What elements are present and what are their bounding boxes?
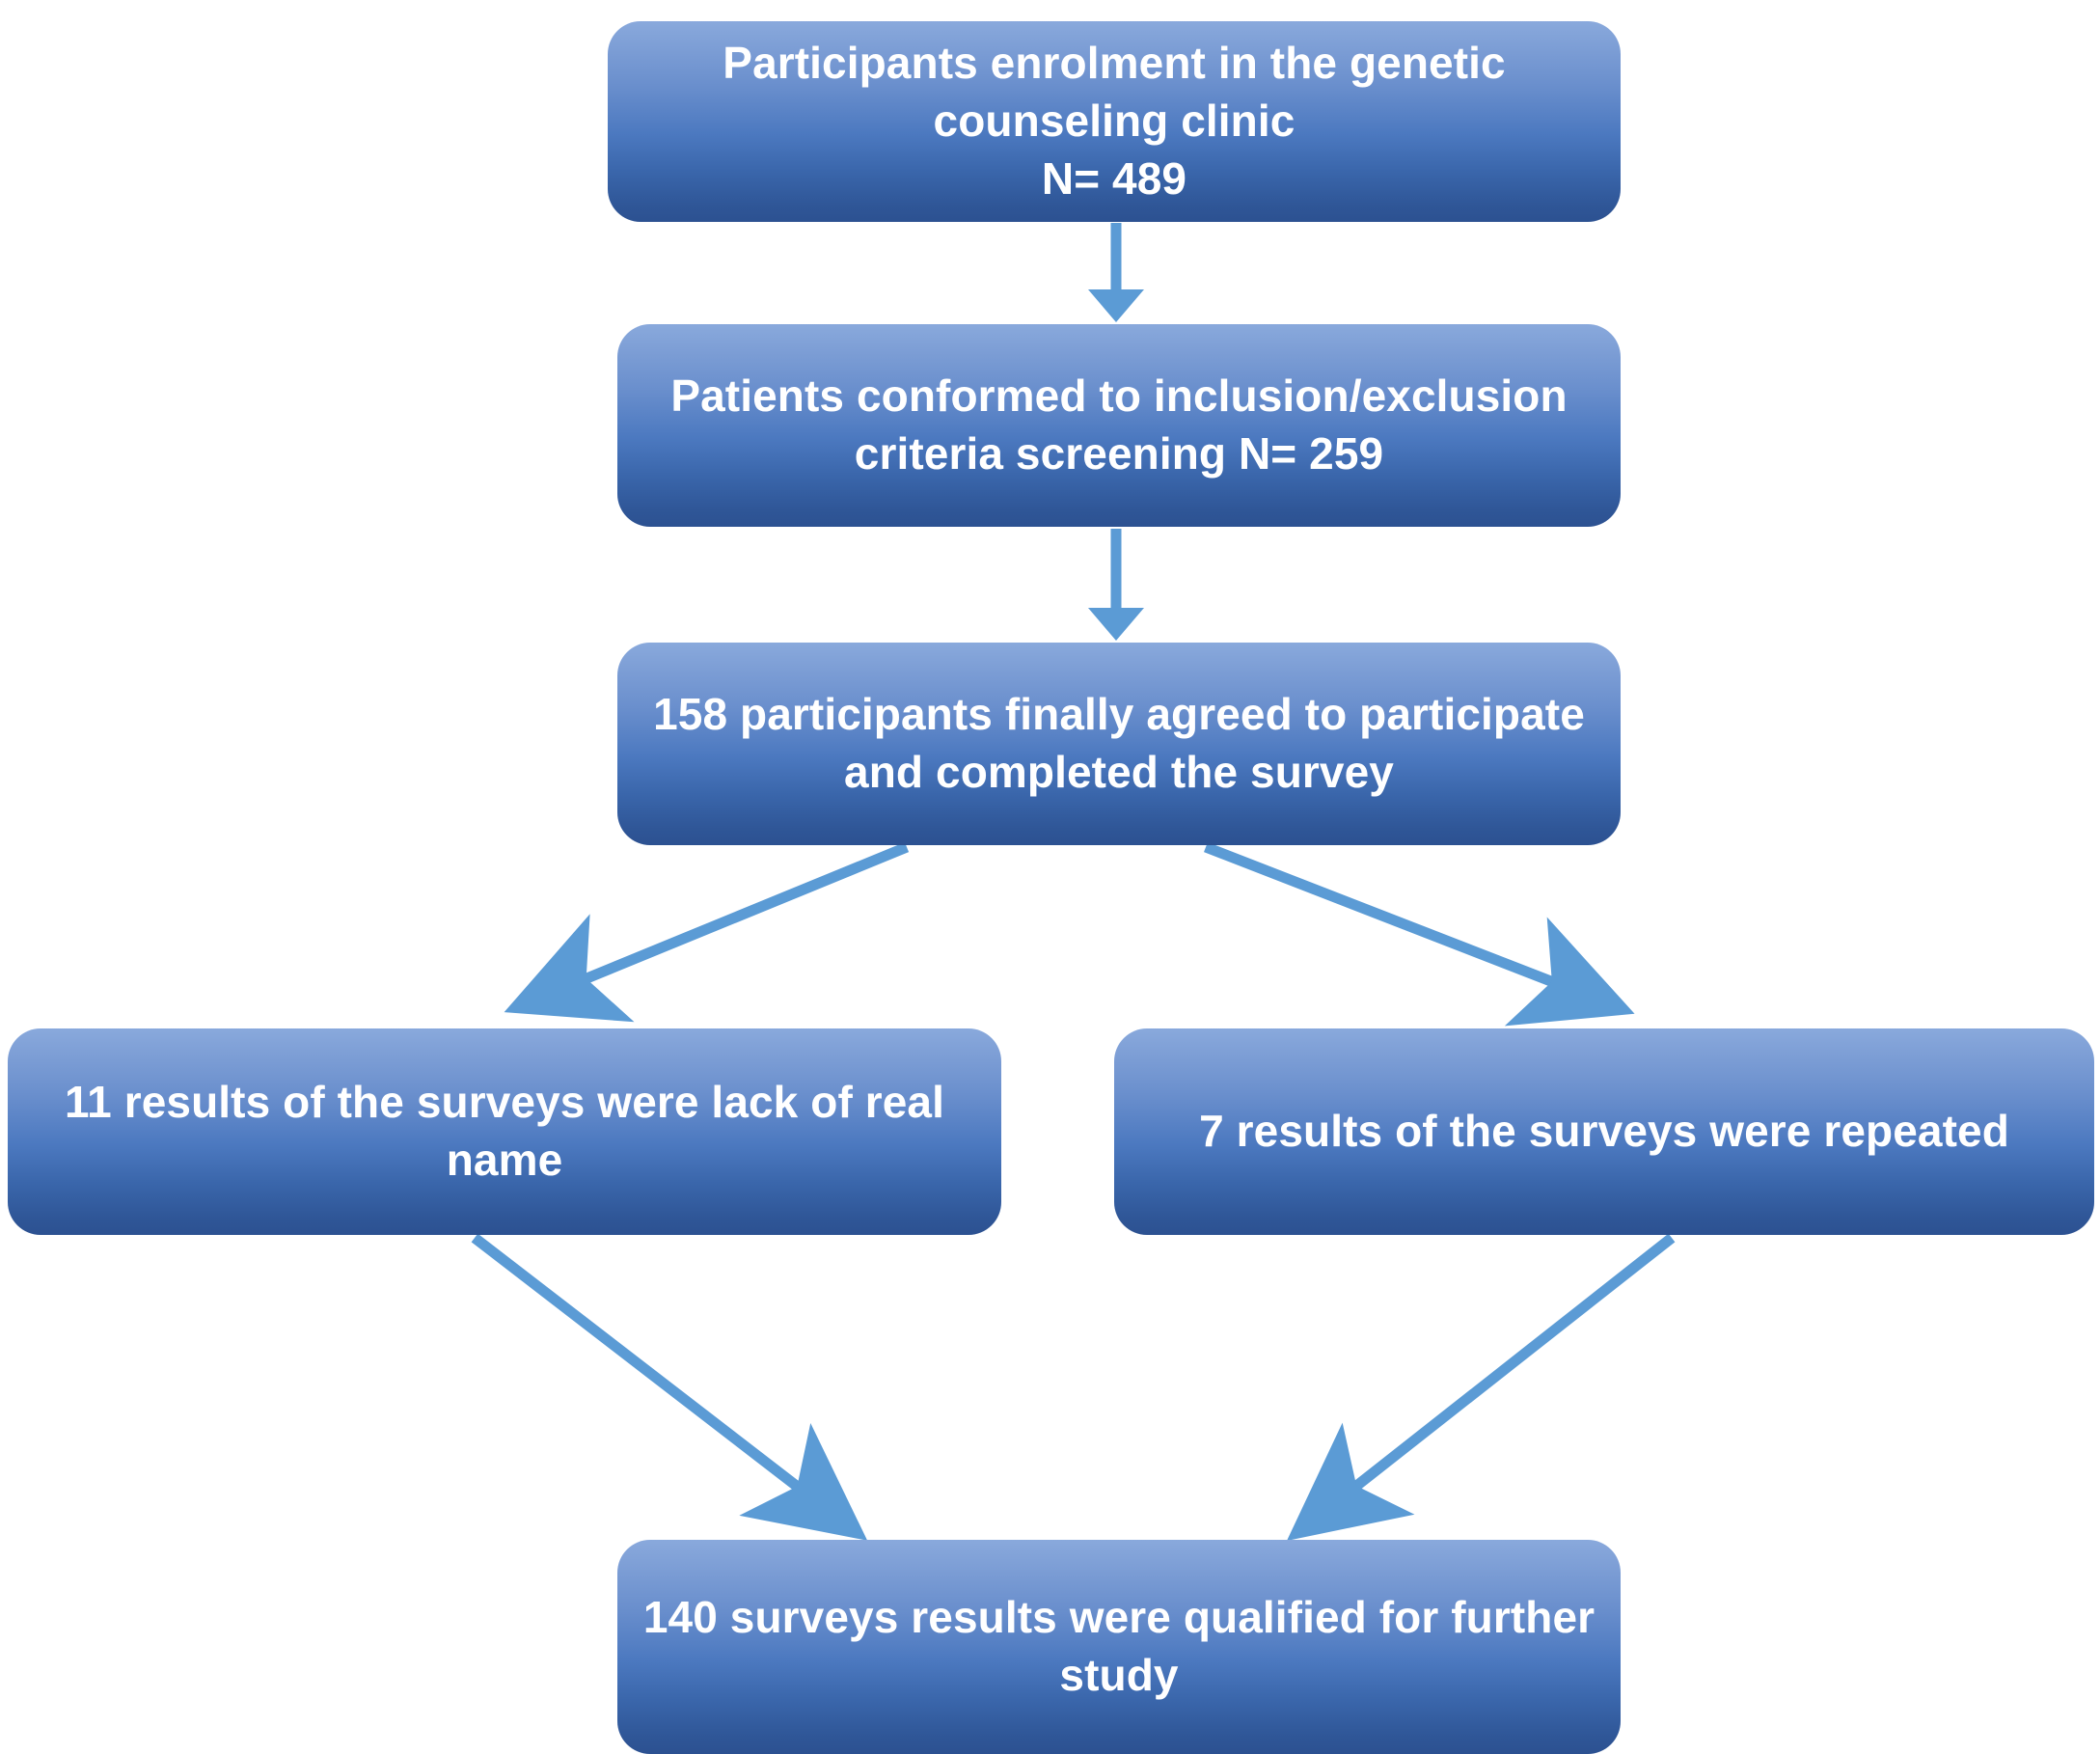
flow-node-enrolment: Participants enrolment in the genetic co…	[608, 21, 1621, 222]
flow-node-agreed-label: 158 participants finally agreed to parti…	[653, 689, 1585, 797]
edge-enrolment-to-screening	[1088, 223, 1144, 322]
flow-node-screening-label: Patients conformed to inclusion/exclusio…	[670, 370, 1568, 479]
flow-node-qualified: 140 surveys results were qualified for f…	[617, 1540, 1621, 1754]
flow-node-screening: Patients conformed to inclusion/exclusio…	[617, 324, 1621, 527]
flow-node-repeated: 7 results of the surveys were repeated	[1114, 1028, 2094, 1235]
flow-node-lack-of-real-name-label: 11 results of the surveys were lack of r…	[65, 1077, 944, 1185]
edge-agreed-to-lackname	[504, 841, 910, 1023]
edge-lackname-to-qualified	[471, 1233, 868, 1541]
edge-agreed-to-repeated	[1204, 841, 1635, 1027]
flow-node-lack-of-real-name: 11 results of the surveys were lack of r…	[8, 1028, 1001, 1235]
flow-node-repeated-label: 7 results of the surveys were repeated	[1199, 1106, 2009, 1157]
flow-node-qualified-label: 140 surveys results were qualified for f…	[642, 1592, 1595, 1700]
flow-node-enrolment-label: Participants enrolment in the genetic co…	[723, 38, 1506, 204]
edge-screening-to-agreed	[1088, 529, 1144, 641]
edge-repeated-to-qualified	[1286, 1233, 1676, 1541]
flow-node-agreed: 158 participants finally agreed to parti…	[617, 643, 1621, 845]
